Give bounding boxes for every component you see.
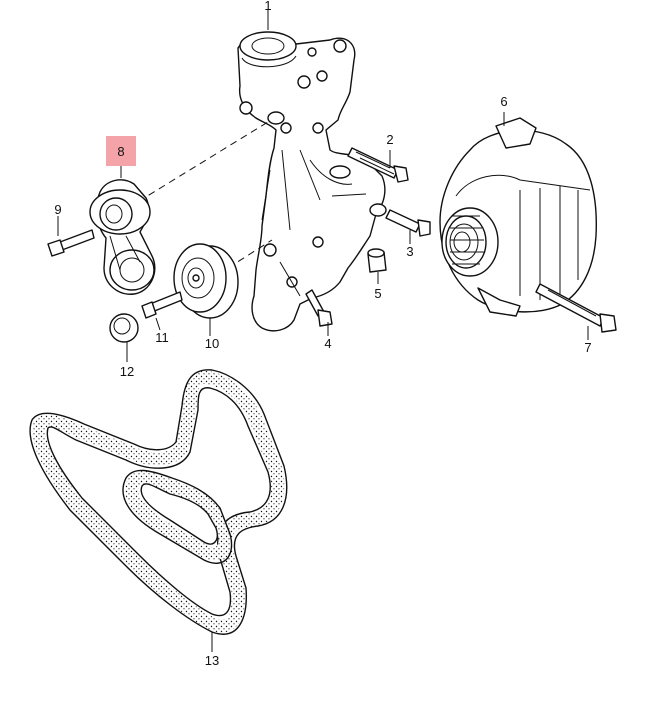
callout-7[interactable]: 7: [584, 340, 591, 355]
callout-12[interactable]: 12: [120, 364, 134, 379]
bolt-part-11[interactable]: [141, 291, 183, 319]
pulley-axis-line: [227, 239, 273, 269]
callout-13[interactable]: 13: [205, 653, 219, 668]
callout-6[interactable]: 6: [500, 94, 507, 109]
callout-11[interactable]: 11: [155, 330, 169, 345]
callout-10[interactable]: 10: [205, 336, 219, 351]
bolt-part-9[interactable]: [47, 229, 95, 257]
bolt-part-3[interactable]: [385, 209, 431, 237]
callout-highlight: [106, 136, 136, 166]
bolt-part-2[interactable]: [347, 147, 409, 183]
alternator-part-6[interactable]: [439, 117, 597, 317]
callout-3[interactable]: 3: [406, 244, 413, 259]
cap-part-12[interactable]: [109, 313, 139, 343]
callout-9[interactable]: 9: [54, 202, 61, 217]
ribbed-belt-part-13[interactable]: [29, 369, 288, 635]
callout-1[interactable]: 1: [264, 0, 271, 13]
callout-5[interactable]: 5: [374, 286, 381, 301]
callout-2[interactable]: 2: [386, 132, 393, 147]
callout-4[interactable]: 4: [324, 336, 331, 351]
idler-pulley-part-10[interactable]: [173, 243, 239, 319]
tensioner-part-8[interactable]: [89, 179, 156, 295]
bracket-part-1[interactable]: [237, 31, 387, 332]
sleeve-part-5[interactable]: [367, 248, 387, 273]
callout-8[interactable]: 8: [117, 144, 124, 159]
bolt-part-7[interactable]: [535, 283, 617, 333]
bolt-part-4[interactable]: [305, 289, 333, 327]
